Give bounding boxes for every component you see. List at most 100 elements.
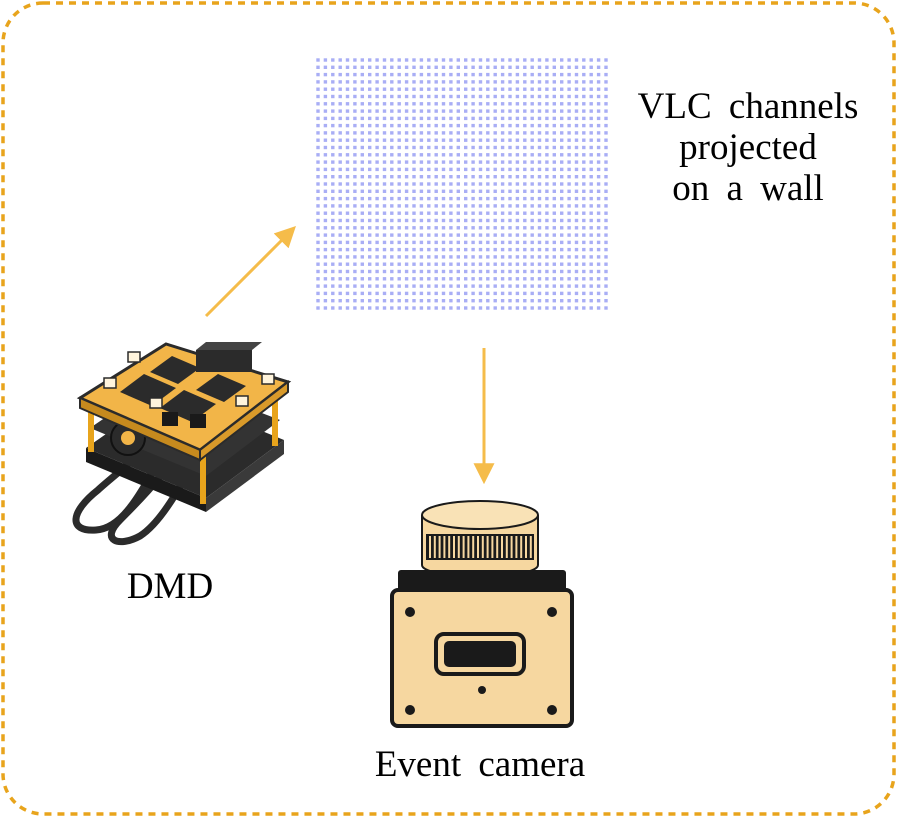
grid-dot xyxy=(360,240,364,245)
grid-dot xyxy=(338,123,342,128)
grid-dot xyxy=(530,211,534,215)
grid-dot xyxy=(412,240,416,245)
grid-dot xyxy=(360,255,364,259)
wall-label-line-2: projected xyxy=(679,127,817,168)
grid-dot xyxy=(574,196,579,201)
grid-dot xyxy=(353,58,357,62)
grid-dot xyxy=(582,299,586,303)
grid-dot xyxy=(515,291,520,296)
grid-dot xyxy=(523,269,527,274)
grid-dot xyxy=(589,233,593,237)
grid-dot xyxy=(427,153,431,157)
grid-dot xyxy=(441,87,446,91)
grid-dot xyxy=(360,87,364,91)
grid-dot xyxy=(486,87,490,91)
grid-dot xyxy=(316,72,320,77)
grid-dot xyxy=(390,65,394,69)
grid-dot xyxy=(404,211,409,215)
grid-dot xyxy=(537,240,542,245)
grid-dot xyxy=(500,247,505,252)
grid-dot xyxy=(604,269,608,274)
grid-dot xyxy=(515,153,520,157)
grid-dot xyxy=(382,284,387,288)
grid-dot xyxy=(331,153,335,157)
dmd-board-icon xyxy=(72,342,292,546)
grid-dot xyxy=(464,247,468,252)
grid-dot xyxy=(515,131,520,135)
grid-dot xyxy=(360,167,364,172)
grid-dot xyxy=(545,160,549,164)
grid-dot xyxy=(486,94,490,99)
grid-dot xyxy=(545,145,549,150)
grid-dot xyxy=(382,299,387,303)
grid-dot xyxy=(545,138,549,142)
grid-dot xyxy=(404,306,409,310)
grid-dot xyxy=(537,87,542,91)
grid-dot xyxy=(375,262,379,266)
grid-dot xyxy=(345,80,350,84)
grid-dot xyxy=(338,138,342,142)
grid-dot xyxy=(530,196,534,201)
grid-dot xyxy=(574,145,579,150)
grid-dot xyxy=(560,80,564,84)
grid-dot xyxy=(596,291,601,296)
grid-dot xyxy=(515,94,520,99)
grid-dot xyxy=(545,94,549,99)
grid-dot xyxy=(567,299,571,303)
grid-dot xyxy=(419,306,424,310)
grid-dot xyxy=(316,291,320,296)
grid-dot xyxy=(397,204,401,208)
grid-dot xyxy=(345,160,350,164)
grid-dot xyxy=(390,299,394,303)
grid-dot xyxy=(345,196,350,201)
grid-dot xyxy=(449,299,453,303)
grid-dot xyxy=(464,94,468,99)
grid-dot xyxy=(508,306,512,310)
grid-dot xyxy=(338,87,342,91)
grid-dot xyxy=(589,109,593,113)
grid-dot xyxy=(464,291,468,296)
grid-dot xyxy=(397,58,401,62)
grid-dot xyxy=(530,284,534,288)
grid-dot xyxy=(360,72,364,77)
grid-dot xyxy=(567,87,571,91)
grid-dot xyxy=(582,160,586,164)
grid-dot xyxy=(493,211,497,215)
grid-dot xyxy=(545,72,549,77)
grid-dot xyxy=(508,218,512,223)
grid-dot xyxy=(353,189,357,193)
grid-dot xyxy=(323,262,328,266)
grid-dot xyxy=(360,284,364,288)
grid-dot xyxy=(493,138,497,142)
grid-dot xyxy=(316,145,320,150)
grid-dot xyxy=(331,65,335,69)
grid-dot xyxy=(508,145,512,150)
grid-dot xyxy=(471,226,475,230)
grid-dot xyxy=(471,58,475,62)
grid-dot xyxy=(434,131,438,135)
grid-dot xyxy=(515,102,520,106)
grid-dot xyxy=(390,72,394,77)
grid-dot xyxy=(345,87,350,91)
grid-dot xyxy=(338,65,342,69)
grid-dot xyxy=(412,175,416,179)
grid-dot xyxy=(375,123,379,128)
grid-dot xyxy=(508,138,512,142)
grid-dot xyxy=(582,138,586,142)
grid-dot xyxy=(589,240,593,245)
grid-dot xyxy=(382,175,387,179)
grid-dot xyxy=(441,72,446,77)
grid-dot xyxy=(508,94,512,99)
grid-dot xyxy=(390,277,394,281)
grid-dot xyxy=(419,262,424,266)
grid-dot xyxy=(574,189,579,193)
grid-dot xyxy=(419,160,424,164)
projected-channel-grid xyxy=(316,58,608,310)
grid-dot xyxy=(596,189,601,193)
grid-dot xyxy=(604,226,608,230)
grid-dot xyxy=(427,284,431,288)
grid-dot xyxy=(486,269,490,274)
grid-dot xyxy=(323,145,328,150)
grid-dot xyxy=(397,175,401,179)
grid-dot xyxy=(345,233,350,237)
